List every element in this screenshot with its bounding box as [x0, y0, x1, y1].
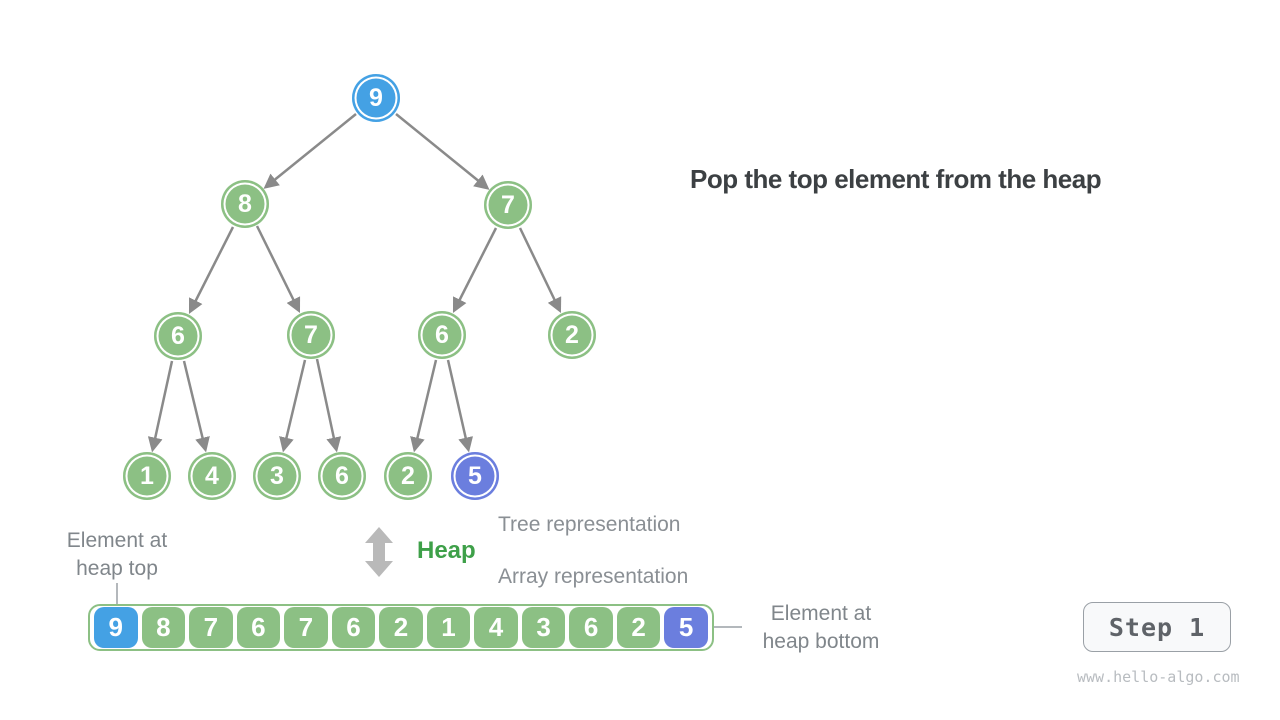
- heap-top-label-line1: Element at: [66, 529, 168, 552]
- tree-node: 6: [418, 311, 466, 359]
- heap-top-label-line2: heap top: [76, 557, 158, 580]
- heap-bottom-label: Element at heap bottom: [746, 600, 896, 656]
- tree-node-heap-bottom: 5: [451, 452, 499, 500]
- step-button[interactable]: Step 1: [1083, 602, 1231, 652]
- array-cell: 1: [426, 607, 471, 648]
- array-cell: 2: [616, 607, 661, 648]
- tree-node: 8: [221, 180, 269, 228]
- heap-array: 9 8 7 6 7 6 2 1 4 3 6 2 5: [88, 604, 714, 651]
- tree-node: 2: [384, 452, 432, 500]
- array-cell: 6: [569, 607, 613, 648]
- tree-edges: [147, 113, 562, 453]
- array-cell: 3: [521, 607, 566, 648]
- tree-node: 6: [318, 452, 366, 500]
- tree-node: 3: [253, 452, 301, 500]
- heap-double-arrow-icon: [365, 527, 393, 577]
- array-cell: 6: [236, 607, 281, 648]
- tree-node: 1: [123, 452, 171, 500]
- array-cell: 2: [379, 607, 423, 648]
- array-cell-heap-top: 9: [94, 607, 138, 648]
- tree-node-root: 9: [352, 74, 400, 122]
- tree-node: 7: [484, 181, 532, 229]
- array-cell: 7: [284, 607, 328, 648]
- heap-bottom-label-line1: Element at: [770, 602, 872, 625]
- array-cell: 4: [474, 607, 518, 648]
- heap-bottom-label-line2: heap bottom: [762, 630, 880, 653]
- tree-node: 2: [548, 311, 596, 359]
- tree-node: 7: [287, 311, 335, 359]
- heap-top-label: Element at heap top: [37, 527, 197, 583]
- array-cell: 7: [189, 607, 233, 648]
- figure-title: Pop the top element from the heap: [690, 164, 1102, 194]
- watermark: www.hello-algo.com: [1077, 668, 1240, 686]
- tree-representation-label: Tree representation: [498, 513, 681, 536]
- array-cell: 6: [331, 607, 376, 648]
- array-cell-heap-bottom: 5: [664, 607, 708, 648]
- tree-node: 4: [188, 452, 236, 500]
- heap-label: Heap: [417, 537, 476, 564]
- array-cell: 8: [141, 607, 186, 648]
- array-representation-label: Array representation: [498, 565, 689, 588]
- tree-node: 6: [154, 312, 202, 360]
